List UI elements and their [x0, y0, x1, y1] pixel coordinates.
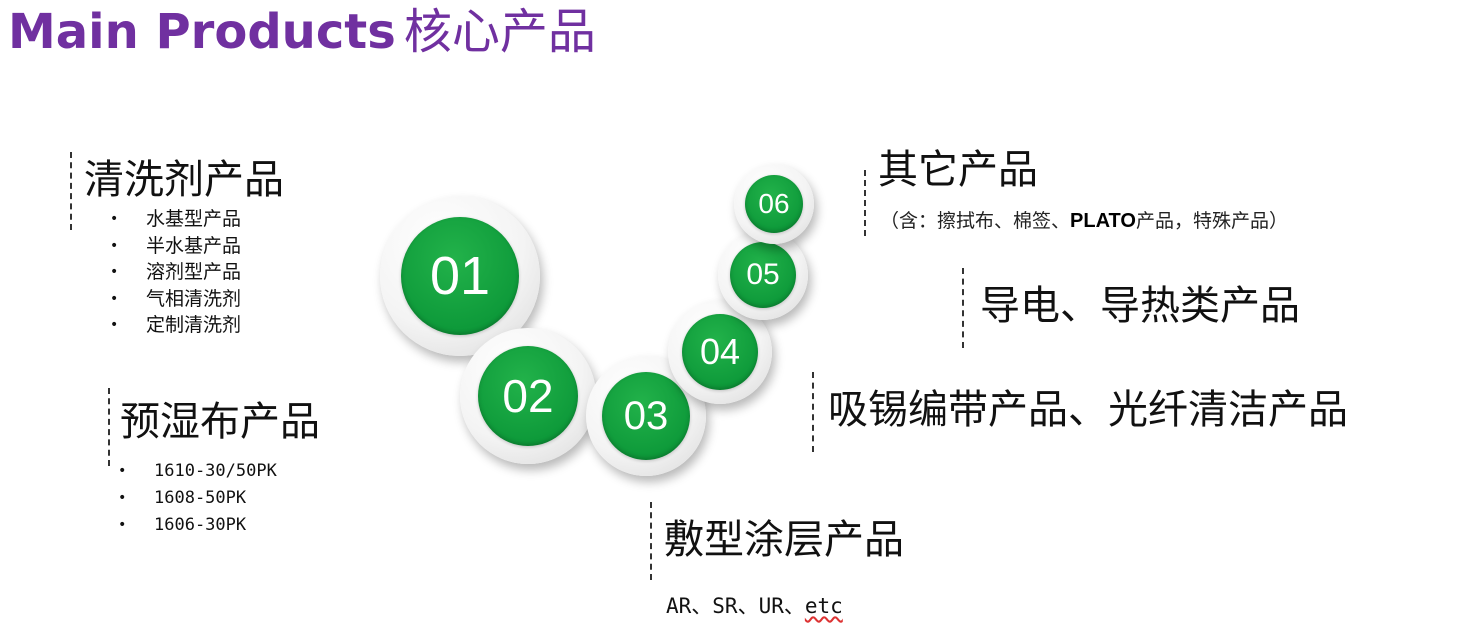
list-item: 定制清洗剂: [110, 312, 241, 339]
divider-dashed: [812, 372, 814, 452]
circle-02: 02: [460, 328, 596, 464]
title-english: Main Products: [8, 4, 396, 60]
desolder-heading: 吸锡编带产品、光纤清洁产品: [828, 387, 1348, 433]
wipes-heading: 预湿布产品: [120, 399, 320, 445]
circle-03-label: 03: [602, 372, 690, 460]
divider-dashed: [108, 388, 110, 466]
conductive-heading: 导电、导热类产品: [980, 283, 1300, 329]
divider-dashed: [650, 502, 652, 580]
circle-01-label: 01: [401, 217, 519, 335]
list-item: 半水基产品: [110, 233, 241, 260]
others-sub-suffix: 产品，特殊产品）: [1135, 210, 1288, 232]
coating-subtitle: AR、SR、UR、etc: [666, 590, 843, 620]
cleaners-list: 水基型产品 半水基产品 溶剂型产品 气相清洗剂 定制清洗剂: [110, 206, 241, 339]
divider-dashed: [864, 170, 866, 236]
list-item: 1608-50PK: [118, 485, 277, 512]
others-sub-prefix: （含：擦拭布、棉签、: [880, 210, 1071, 232]
others-subtitle: （含：擦拭布、棉签、PLATO产品，特殊产品）: [880, 206, 1288, 233]
others-sub-bold: PLATO: [1070, 210, 1136, 232]
coating-sub-main: AR、SR、UR、: [666, 594, 805, 618]
circle-01: 01: [380, 196, 540, 356]
circle-06-label: 06: [745, 175, 803, 233]
list-item: 溶剂型产品: [110, 259, 241, 286]
circle-04-label: 04: [682, 314, 758, 390]
wipes-list: 1610-30/50PK 1608-50PK 1606-30PK: [118, 458, 277, 539]
cleaners-heading: 清洗剂产品: [84, 157, 284, 203]
circle-05-label: 05: [730, 242, 796, 308]
list-item: 1606-30PK: [118, 512, 277, 539]
coating-heading: 敷型涂层产品: [664, 517, 904, 563]
others-heading: 其它产品: [878, 147, 1038, 193]
circle-02-label: 02: [478, 346, 578, 446]
list-item: 气相清洗剂: [110, 286, 241, 313]
divider-dashed: [70, 152, 72, 230]
circle-06: 06: [734, 164, 814, 244]
divider-dashed: [962, 268, 964, 348]
circle-05: 05: [718, 230, 808, 320]
list-item: 水基型产品: [110, 206, 241, 233]
coating-sub-etc: etc: [804, 594, 843, 618]
title-chinese: 核心产品: [403, 4, 596, 60]
list-item: 1610-30/50PK: [118, 458, 277, 485]
